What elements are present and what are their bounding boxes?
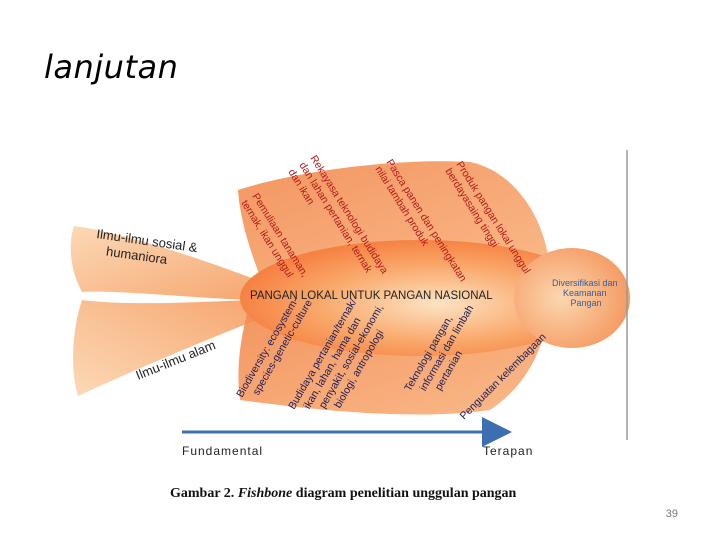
spine-label: PANGAN LOKAL UNTUK PANGAN NASIONAL [250,290,493,302]
page-number: 39 [665,508,678,520]
tail-upper-fin [70,226,262,300]
fish-body [240,240,600,356]
tail-lower-fin [73,300,262,396]
caption-emphasis: Fishbone [237,486,293,501]
caption-prefix: Gambar 2. [170,486,238,501]
slide-title: lanjutan [44,48,179,86]
axis-end-label: Terapan [483,444,533,458]
caption-suffix: diagram penelitian unggulan pangan [292,486,517,501]
head-label: Diversifikasi dan Keamanan Pangan [552,278,620,308]
fish-head [514,248,630,348]
axis-start-label: Fundamental [182,444,263,458]
